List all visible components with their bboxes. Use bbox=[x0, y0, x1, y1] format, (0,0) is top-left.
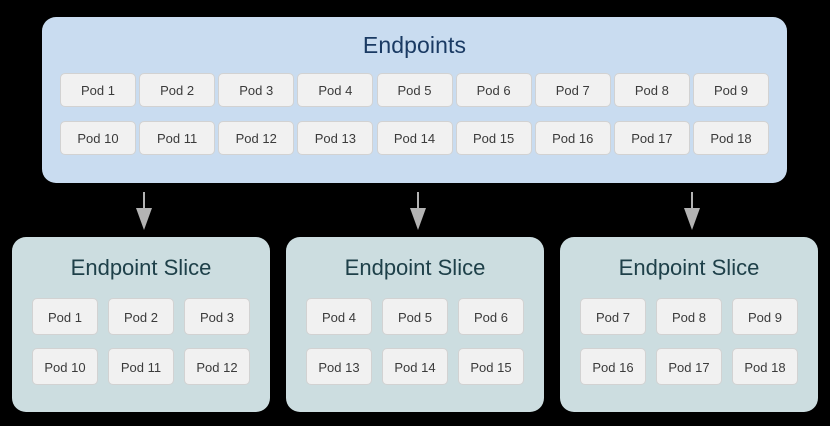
endpoints-panel: Endpoints Pod 1 Pod 2 Pod 3 Pod 4 Pod 5 … bbox=[42, 17, 787, 183]
pod-chip[interactable]: Pod 16 bbox=[580, 348, 646, 385]
pod-chip[interactable]: Pod 5 bbox=[382, 298, 448, 335]
slice-pod-row-1: Pod 1 Pod 2 Pod 3 bbox=[12, 298, 270, 335]
arrow-down-icon bbox=[410, 192, 426, 230]
pod-chip[interactable]: Pod 1 bbox=[32, 298, 98, 335]
pod-chip[interactable]: Pod 12 bbox=[218, 121, 295, 155]
pod-chip[interactable]: Pod 18 bbox=[693, 121, 769, 155]
pod-chip[interactable]: Pod 15 bbox=[458, 348, 524, 385]
pod-chip[interactable]: Pod 9 bbox=[732, 298, 798, 335]
slice-pod-row-2: Pod 16 Pod 17 Pod 18 bbox=[560, 348, 818, 385]
pod-chip[interactable]: Pod 18 bbox=[732, 348, 798, 385]
endpoint-slice-panel: Endpoint Slice Pod 7 Pod 8 Pod 9 Pod 16 … bbox=[560, 237, 818, 412]
pod-chip[interactable]: Pod 3 bbox=[218, 73, 295, 107]
pod-chip[interactable]: Pod 14 bbox=[376, 121, 453, 155]
pod-chip[interactable]: Pod 17 bbox=[656, 348, 722, 385]
pod-chip[interactable]: Pod 10 bbox=[60, 121, 136, 155]
slice-pod-row-2: Pod 13 Pod 14 Pod 15 bbox=[286, 348, 544, 385]
slice-pod-row-1: Pod 4 Pod 5 Pod 6 bbox=[286, 298, 544, 335]
pod-chip[interactable]: Pod 8 bbox=[613, 73, 690, 107]
pod-chip[interactable]: Pod 11 bbox=[139, 121, 216, 155]
pod-chip[interactable]: Pod 5 bbox=[376, 73, 453, 107]
pod-chip[interactable]: Pod 3 bbox=[184, 298, 250, 335]
pod-chip[interactable]: Pod 1 bbox=[60, 73, 136, 107]
pod-chip[interactable]: Pod 9 bbox=[693, 73, 769, 107]
pod-chip[interactable]: Pod 4 bbox=[306, 298, 372, 335]
pod-chip[interactable]: Pod 8 bbox=[656, 298, 722, 335]
pod-chip[interactable]: Pod 4 bbox=[297, 73, 374, 107]
pod-chip[interactable]: Pod 16 bbox=[534, 121, 611, 155]
endpoint-slice-panel: Endpoint Slice Pod 1 Pod 2 Pod 3 Pod 10 … bbox=[12, 237, 270, 412]
endpoints-pod-row-1: Pod 1 Pod 2 Pod 3 Pod 4 Pod 5 Pod 6 Pod … bbox=[42, 73, 787, 107]
pod-chip[interactable]: Pod 13 bbox=[297, 121, 374, 155]
pod-chip[interactable]: Pod 2 bbox=[139, 73, 216, 107]
pod-chip[interactable]: Pod 13 bbox=[306, 348, 372, 385]
pod-chip[interactable]: Pod 7 bbox=[580, 298, 646, 335]
pod-chip[interactable]: Pod 7 bbox=[534, 73, 611, 107]
pod-chip[interactable]: Pod 17 bbox=[613, 121, 690, 155]
endpoint-slice-panel: Endpoint Slice Pod 4 Pod 5 Pod 6 Pod 13 … bbox=[286, 237, 544, 412]
pod-chip[interactable]: Pod 2 bbox=[108, 298, 174, 335]
pod-chip[interactable]: Pod 10 bbox=[32, 348, 98, 385]
pod-chip[interactable]: Pod 12 bbox=[184, 348, 250, 385]
arrow-down-icon bbox=[136, 192, 152, 230]
pod-chip[interactable]: Pod 6 bbox=[458, 298, 524, 335]
pod-chip[interactable]: Pod 11 bbox=[108, 348, 174, 385]
pod-chip[interactable]: Pod 14 bbox=[382, 348, 448, 385]
endpoint-slice-title: Endpoint Slice bbox=[618, 255, 760, 280]
endpoints-pod-row-2: Pod 10 Pod 11 Pod 12 Pod 13 Pod 14 Pod 1… bbox=[42, 121, 787, 155]
pod-chip[interactable]: Pod 15 bbox=[455, 121, 532, 155]
pod-chip[interactable]: Pod 6 bbox=[455, 73, 532, 107]
endpoint-slice-title: Endpoint Slice bbox=[344, 255, 486, 280]
slice-pod-row-1: Pod 7 Pod 8 Pod 9 bbox=[560, 298, 818, 335]
endpoints-title: Endpoints bbox=[362, 32, 467, 58]
endpoint-slice-title: Endpoint Slice bbox=[70, 255, 212, 280]
arrow-down-icon bbox=[684, 192, 700, 230]
slice-pod-row-2: Pod 10 Pod 11 Pod 12 bbox=[12, 348, 270, 385]
